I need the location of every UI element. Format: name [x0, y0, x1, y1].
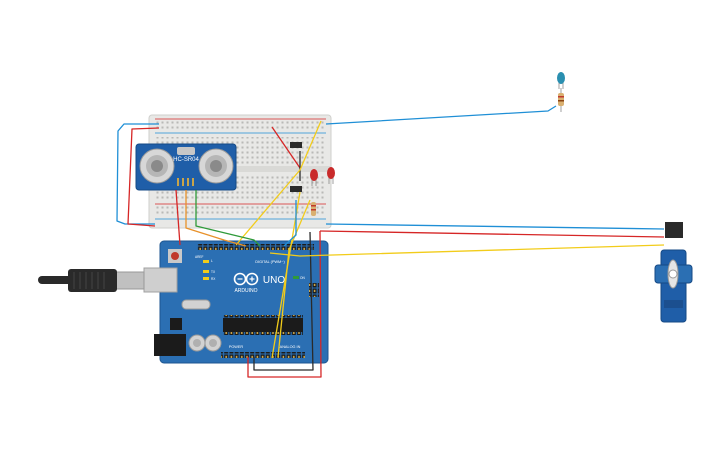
on-led: [293, 276, 299, 279]
capacitor-2: [204, 334, 222, 352]
resistor-top-right[interactable]: [558, 88, 564, 112]
power-label: POWER: [229, 345, 244, 349]
crystal-oscillator: [181, 299, 211, 310]
blue-led[interactable]: [557, 72, 565, 89]
power-jack: [154, 334, 186, 356]
l-label: L: [211, 259, 213, 263]
on-label: ON: [300, 276, 305, 280]
servo-motor[interactable]: [654, 222, 693, 323]
transducer-right: [198, 148, 234, 184]
tx-label: TX: [211, 270, 216, 274]
digital-header: [197, 244, 314, 250]
rx-led: [203, 277, 209, 280]
transistor-lower[interactable]: [290, 186, 302, 192]
icsp-header: [309, 283, 319, 297]
usb-port: [143, 267, 178, 293]
digital-label: DIGITAL (PWM~): [255, 260, 285, 264]
rx-label: RX: [211, 277, 216, 281]
capacitor-1: [188, 334, 206, 352]
voltage-regulator: [170, 318, 182, 330]
servo-horn-icon: [667, 259, 679, 289]
transducer-left: [139, 148, 175, 184]
power-analog-header: [221, 352, 305, 358]
ultrasonic-sensor[interactable]: HC-SR04: [135, 143, 237, 191]
analog-label: ANALOG IN: [280, 345, 301, 349]
l-led: [203, 260, 209, 263]
red-led-2[interactable]: [327, 167, 335, 184]
arduino-model: UNO: [263, 275, 285, 286]
resistor-on-breadboard[interactable]: [311, 202, 316, 216]
tx-led: [203, 270, 209, 273]
red-led-1[interactable]: [310, 169, 318, 186]
arduino-brand: ARDUINO: [234, 288, 257, 294]
transistor-upper[interactable]: [290, 142, 302, 148]
reset-button[interactable]: [168, 249, 182, 263]
microcontroller-chip: [223, 318, 303, 332]
servo-connector: [665, 222, 683, 238]
wires: [116, 105, 665, 378]
sensor-pins: [177, 178, 194, 186]
sensor-label: HC-SR04: [173, 157, 199, 163]
crystal-icon: [177, 147, 195, 155]
aref-label: AREF: [195, 255, 204, 259]
arduino-logo: [233, 272, 259, 286]
arduino-uno[interactable]: ARDUINO UNO DIGITAL (PWM~) POWER ANALOG …: [143, 240, 329, 364]
usb-cable: [38, 269, 145, 292]
